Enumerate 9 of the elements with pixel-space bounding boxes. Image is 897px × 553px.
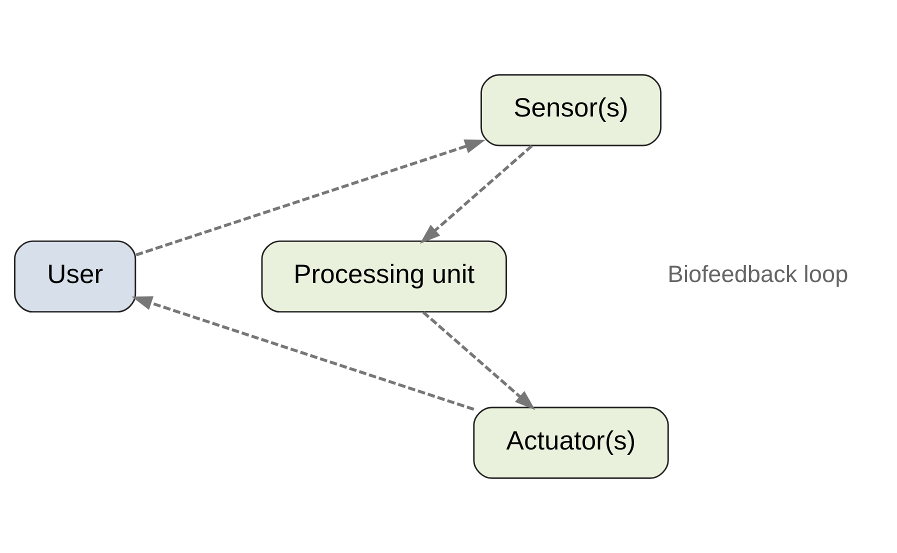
arrow [420,144,533,244]
node-box: Processing unit [261,240,507,313]
label: Biofeedback loop [668,261,848,288]
node-box: Actuator(s) [473,406,669,479]
arrow [422,311,536,410]
arrow [132,296,474,411]
arrow [136,139,486,256]
node-box: User [14,240,136,313]
node-box: Sensor(s) [480,74,662,146]
